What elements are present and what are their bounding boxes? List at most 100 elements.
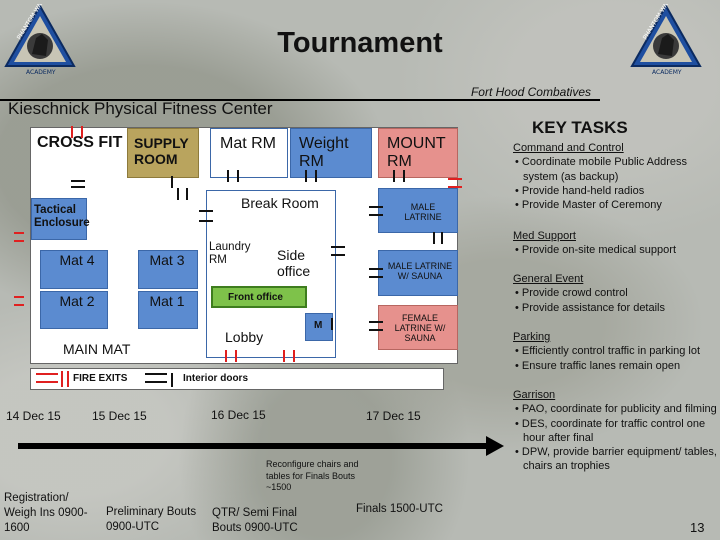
key-task-item: PAO, coordinate for publicity and filmin… bbox=[521, 403, 717, 416]
subtitle: Fort Hood Combatives bbox=[470, 85, 591, 99]
header-divider bbox=[0, 99, 600, 101]
timeline-arrow-icon bbox=[486, 436, 504, 456]
key-task-item: DES, coordinate for traffic control one … bbox=[521, 417, 706, 444]
room-tactical-enclosure: Tactical Enclosure bbox=[31, 198, 90, 240]
room-weight-rm: Weight RM bbox=[290, 128, 372, 178]
interior-door bbox=[199, 220, 213, 222]
interior-door bbox=[71, 180, 85, 182]
interior-door bbox=[393, 170, 395, 182]
phantom-warrior-emblem-left: PHANTOM WARRIOR ACADEMY bbox=[4, 4, 76, 76]
room-laundry: Laundry RM bbox=[209, 241, 251, 266]
interior-door bbox=[369, 276, 383, 278]
key-task-heading: Garrison bbox=[513, 389, 556, 401]
room-mount-rm-label: MOUNT RM bbox=[387, 135, 446, 170]
timeline-date: 17 Dec 15 bbox=[366, 409, 421, 423]
timeline-event-reconfigure: Reconfigure chairs and tables for Finals… bbox=[266, 459, 359, 492]
key-task-heading: Command and Control bbox=[513, 142, 624, 154]
interior-door bbox=[227, 170, 229, 182]
timeline-date: 16 Dec 15 bbox=[211, 408, 266, 422]
key-task-garrison: Garrison • PAO, coordinate for publicity… bbox=[513, 389, 717, 473]
room-female-sauna-label: FEMALE LATRINE W/ SAUNA bbox=[394, 313, 446, 344]
interior-door bbox=[369, 214, 383, 216]
interior-door bbox=[369, 206, 383, 208]
fire-exit bbox=[225, 350, 227, 362]
timeline-date: 14 Dec 15 bbox=[6, 409, 61, 423]
room-main-mat: MAIN MAT bbox=[63, 341, 131, 357]
key-task-med-support: Med Support • Provide on-site medical su… bbox=[513, 229, 718, 258]
room-cross-fit: CROSS FIT bbox=[37, 134, 123, 151]
key-task-item: Provide on-site medical support bbox=[521, 244, 676, 257]
room-break-room: Break Room bbox=[241, 195, 319, 211]
key-task-parking: Parking • Efficiently control traffic in… bbox=[513, 330, 718, 373]
room-mat-2: Mat 2 bbox=[40, 291, 108, 329]
interior-door bbox=[331, 246, 345, 248]
fire-exit bbox=[283, 350, 285, 362]
legend-fire-exit-symbol bbox=[67, 371, 69, 387]
room-mat-4-label: Mat 4 bbox=[59, 252, 95, 268]
room-male-latrine: MALE LATRINE bbox=[378, 188, 458, 233]
room-side-office: Side office bbox=[277, 247, 311, 279]
room-front-office-label: Front office bbox=[228, 292, 283, 303]
fire-exit bbox=[14, 304, 24, 306]
slide-number: 13 bbox=[690, 520, 705, 535]
interior-door bbox=[433, 232, 435, 244]
interior-door bbox=[331, 318, 333, 330]
interior-door bbox=[403, 170, 405, 182]
floor-plan: CROSS FIT SUPPLY ROOM Mat RM Weight RM M… bbox=[30, 126, 458, 364]
venue-title: Kieschnick Physical Fitness Center bbox=[8, 99, 273, 118]
room-mat-1-label: Mat 1 bbox=[149, 293, 185, 309]
interior-door bbox=[369, 268, 383, 270]
fire-exit bbox=[235, 350, 237, 362]
key-task-heading: Parking bbox=[513, 331, 551, 343]
room-mat-1: Mat 1 bbox=[138, 291, 198, 329]
key-task-item: DPW, provide barrier equipment/ tables, … bbox=[521, 446, 717, 473]
room-male-latrine-sauna: MALE LATRINE W/ SAUNA bbox=[378, 250, 458, 296]
phantom-warrior-emblem-right: PHANTOM WARRIOR ACADEMY bbox=[630, 4, 702, 76]
legend-interior-door-symbol bbox=[145, 381, 167, 383]
room-female-latrine-sauna: FEMALE LATRINE W/ SAUNA bbox=[378, 305, 458, 350]
room-front-office: Front office bbox=[211, 286, 307, 308]
key-task-item: Provide assistance for details bbox=[521, 301, 665, 314]
legend-fire-exits: FIRE EXITS bbox=[73, 373, 128, 384]
fire-exit bbox=[448, 178, 462, 180]
room-lobby: Lobby bbox=[225, 329, 264, 345]
timeline-bar bbox=[18, 443, 488, 449]
key-task-item: Provide crowd control bbox=[521, 287, 628, 300]
floor-plan-legend: FIRE EXITS Interior doors bbox=[30, 368, 444, 390]
room-m: M bbox=[305, 313, 333, 341]
key-tasks-title: KEY TASKS bbox=[532, 118, 628, 137]
room-male-sauna-label: MALE LATRINE W/ SAUNA bbox=[387, 261, 453, 282]
interior-door bbox=[441, 232, 443, 244]
room-tactical-label: Tactical Enclosure bbox=[34, 204, 90, 229]
fire-exit bbox=[293, 350, 295, 362]
key-task-command-control: Command and Control • Coordinate mobile … bbox=[513, 141, 718, 212]
interior-door bbox=[331, 254, 345, 256]
legend-fire-exit-symbol bbox=[36, 373, 58, 375]
key-task-item: Provide hand-held radios bbox=[521, 184, 645, 197]
key-task-general-event: General Event • Provide crowd control • … bbox=[513, 272, 718, 315]
room-supply: SUPPLY ROOM bbox=[127, 128, 199, 178]
interior-door bbox=[237, 170, 239, 182]
room-supply-label: SUPPLY ROOM bbox=[134, 135, 189, 167]
svg-text:ACADEMY: ACADEMY bbox=[26, 69, 56, 76]
key-task-heading: General Event bbox=[513, 273, 584, 285]
fire-exit bbox=[448, 186, 462, 188]
room-m-label: M bbox=[314, 320, 323, 331]
interior-door bbox=[177, 188, 179, 200]
interior-door bbox=[186, 188, 188, 200]
svg-text:ACADEMY: ACADEMY bbox=[652, 69, 682, 76]
key-task-item: Efficiently control traffic in parking l… bbox=[521, 345, 701, 358]
timeline-event-preliminary: Preliminary Bouts 0900-UTC bbox=[106, 506, 197, 533]
legend-interior-door-symbol bbox=[145, 373, 167, 375]
room-mount-rm: MOUNT RM bbox=[378, 128, 458, 178]
fire-exit bbox=[71, 126, 73, 138]
interior-door bbox=[315, 170, 317, 182]
timeline-event-registration: Registration/ Weigh Ins 0900-1600 bbox=[4, 492, 88, 534]
fire-exit bbox=[81, 126, 83, 138]
interior-door bbox=[305, 170, 307, 182]
timeline-event-qtr-semi: QTR/ Semi Final Bouts 0900-UTC bbox=[212, 507, 298, 534]
interior-door bbox=[369, 329, 383, 331]
room-weight-rm-label: Weight RM bbox=[299, 135, 349, 170]
timeline-event-finals: Finals 1500-UTC bbox=[356, 503, 443, 515]
interior-door bbox=[71, 186, 85, 188]
